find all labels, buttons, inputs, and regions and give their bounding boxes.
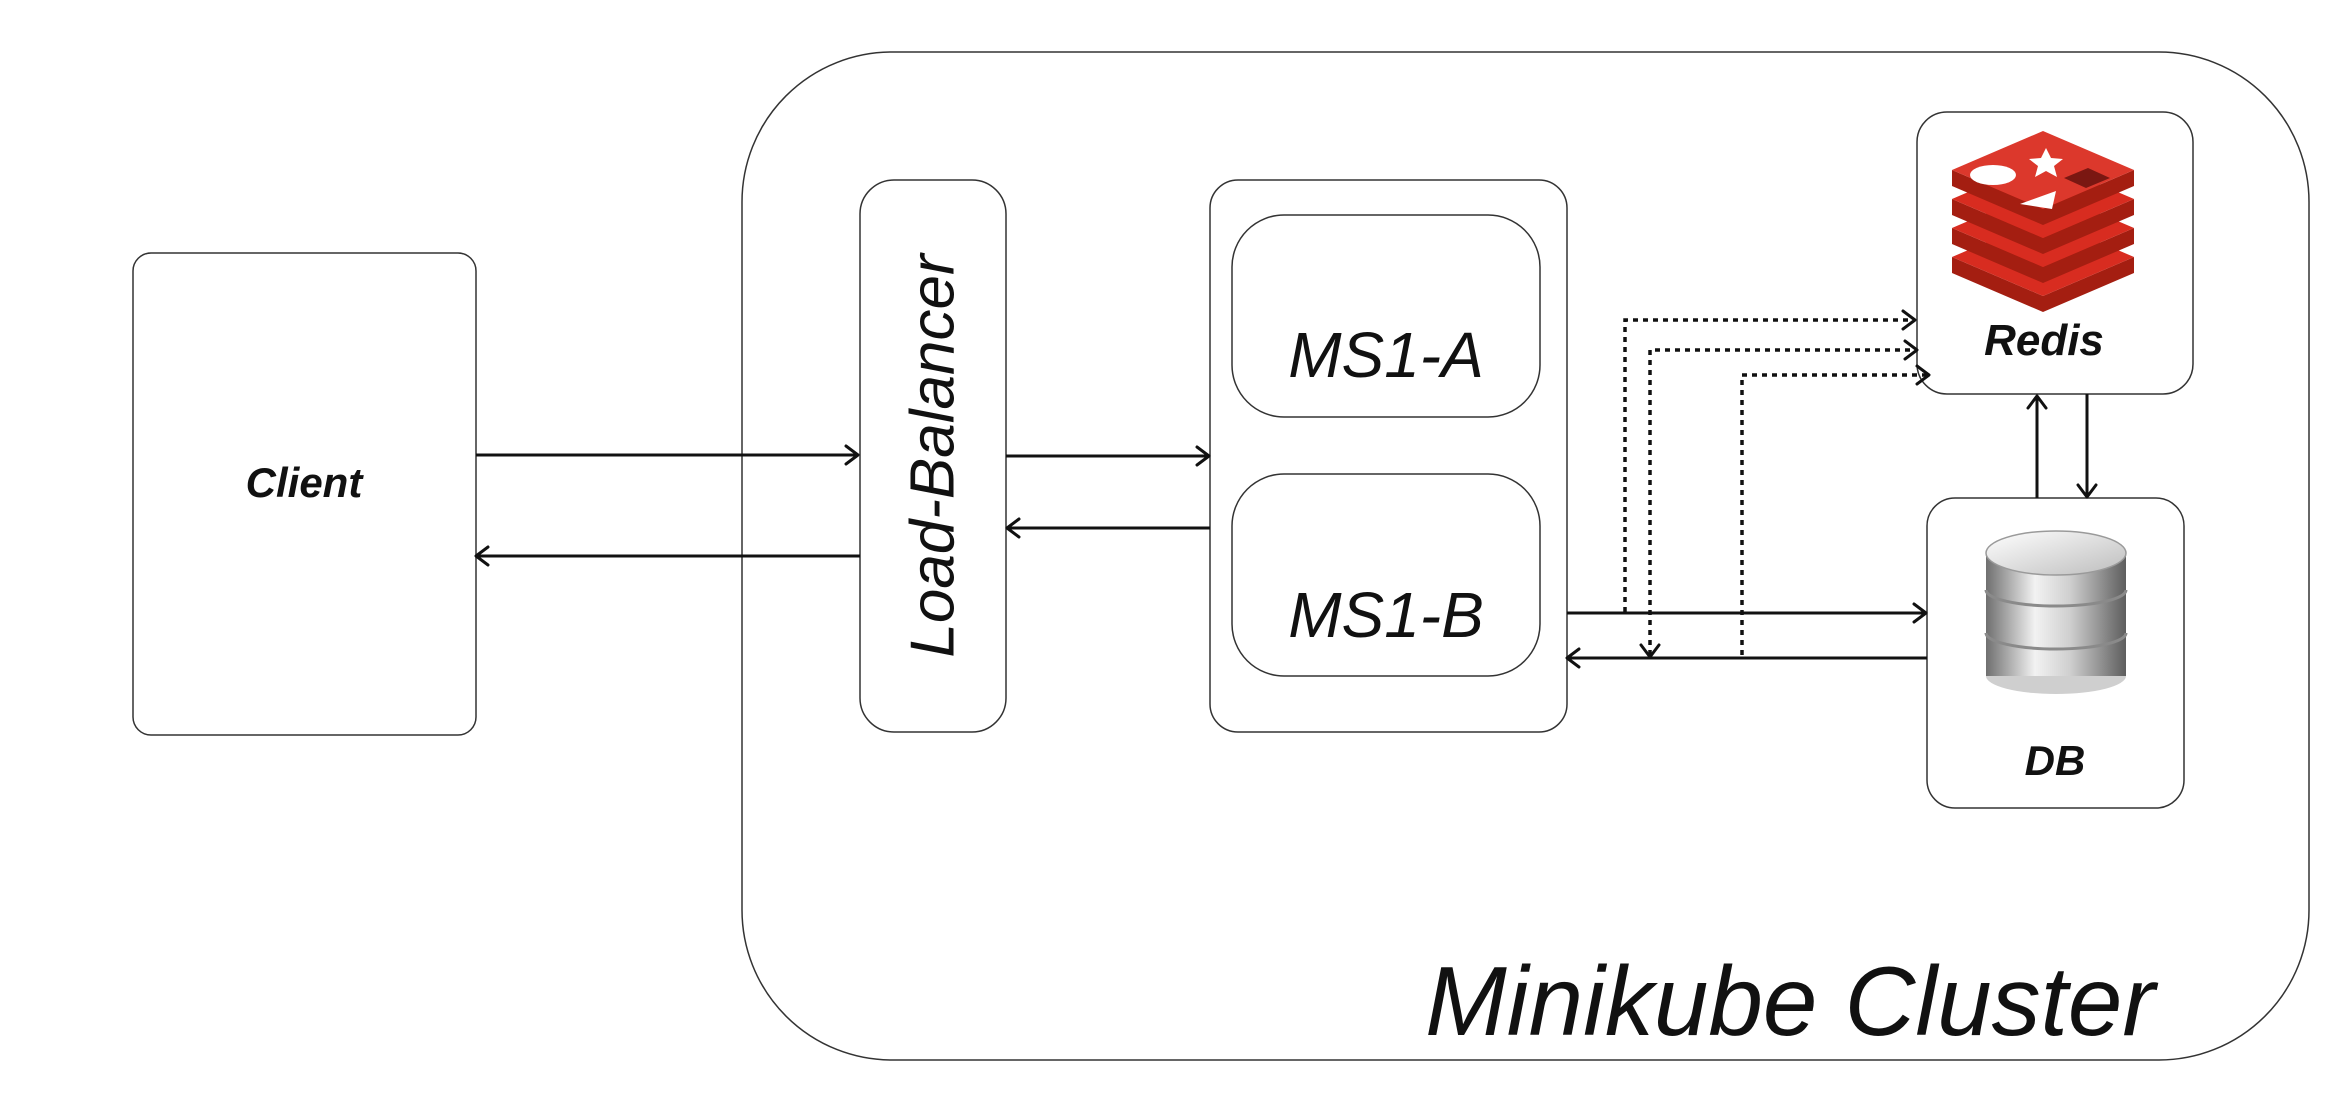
- redis-logo-icon: [1952, 131, 2134, 312]
- redis-node: Redis: [1916, 111, 2194, 395]
- ms1-a-node: MS1-A: [1231, 214, 1541, 418]
- edge-ms1-b-to-redis-dotted-1: [1623, 309, 1917, 612]
- client-label: Client: [246, 459, 365, 506]
- edge-client-to-lb: [476, 444, 860, 466]
- edge-ms1-b-to-redis-dotted-2: [1648, 339, 1919, 655]
- ms1-b-label: MS1-B: [1288, 579, 1484, 651]
- edge-ms1-b-to-db: [1567, 602, 1928, 624]
- edges: [474, 309, 2098, 669]
- db-label: DB: [2025, 737, 2086, 784]
- microservice-group: MS1-A MS1-B: [1209, 179, 1568, 733]
- edge-ms1-b-to-lb: [1005, 517, 1210, 539]
- ms1-b-node: MS1-B: [1231, 473, 1541, 677]
- database-cylinder-icon: [1984, 530, 2128, 694]
- db-node: DB: [1926, 497, 2185, 809]
- redis-label: Redis: [1984, 316, 2104, 365]
- edge-dotted-return-arrow: [1639, 643, 1661, 659]
- edge-lb-to-client: [474, 545, 860, 567]
- edge-db-to-ms1-b: [1565, 647, 1927, 669]
- edge-db-to-redis: [2026, 394, 2048, 498]
- edge-lb-to-ms1-a: [1006, 445, 1211, 467]
- edge-ms1-b-to-redis-dotted-3: [1740, 364, 1931, 655]
- cluster-label: Minikube Cluster: [1425, 946, 2158, 1056]
- ms1-a-label: MS1-A: [1288, 319, 1484, 391]
- client-node: Client: [132, 252, 477, 736]
- load-balancer-node: Load-Balancer: [859, 179, 1007, 733]
- load-balancer-label: Load-Balancer: [899, 252, 968, 658]
- edge-redis-to-db: [2076, 394, 2098, 499]
